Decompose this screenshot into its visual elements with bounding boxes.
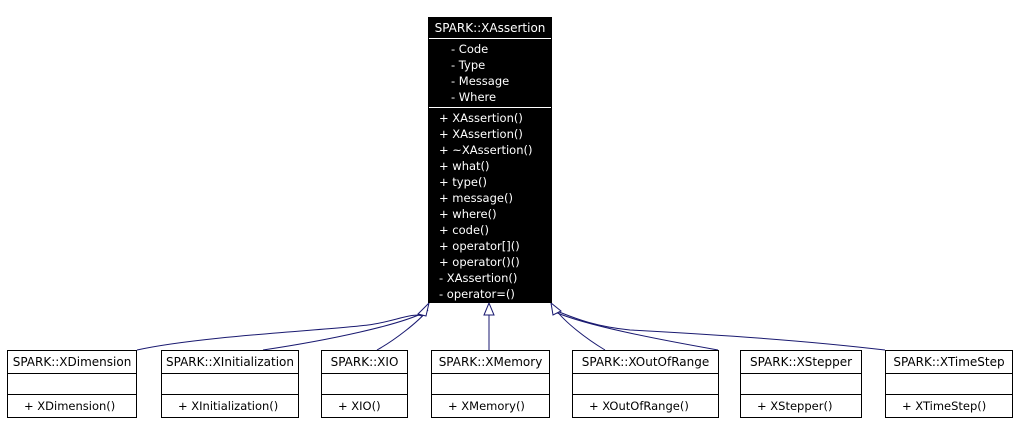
class-xstepper-attributes [741,374,861,395]
method-type: + type() [439,175,487,189]
arrowhead-xstepper-group [550,301,562,316]
class-xoutofrange-methods: + XOutOfRange() [573,395,718,416]
method-xmemory: + XMemory() [448,399,525,413]
edge-xinitialization [262,311,426,351]
class-xinitialization-methods: + XInitialization() [162,395,298,416]
method-xstepper: + XStepper() [757,399,833,413]
class-xdimension-attributes [8,374,136,395]
class-xmemory-title: SPARK::XMemory [432,351,549,374]
class-xtimestep-attributes [886,374,1012,395]
class-xinitialization-title: SPARK::XInitialization [162,351,298,374]
edge-xio [376,309,429,351]
class-xinitialization-attributes [162,374,298,395]
class-xoutofrange-title: SPARK::XOutOfRange [573,351,718,374]
method-destructor: + ~XAssertion() [439,143,533,157]
class-xoutofrange-attributes [573,374,718,395]
class-xassertion-methods: + XAssertion() + XAssertion() + ~XAssert… [429,108,551,304]
method-message: + message() [439,191,513,205]
class-xio-methods: + XIO() [322,395,407,416]
method-xoutofrange: + XOutOfRange() [589,399,689,413]
method-xtimestep: + XTimeStep() [902,399,987,413]
arrowhead-xio-group [417,301,430,317]
class-xtimestep[interactable]: SPARK::XTimeStep + XTimeStep() [885,350,1013,418]
method-code: + code() [439,223,489,237]
class-xassertion-attributes: - Code - Type - Message - Where [429,39,551,108]
class-xdimension-methods: + XDimension() [8,395,136,416]
class-xio-attributes [322,374,407,395]
method-xassertion-2: + XAssertion() [439,127,523,141]
class-xassertion[interactable]: SPARK::XAssertion - Code - Type - Messag… [428,17,552,303]
method-operator-assign: - operator=() [439,287,515,301]
attribute-where: - Where [451,90,497,104]
method-xassertion-1: + XAssertion() [439,111,523,125]
method-what: + what() [439,159,490,173]
method-xio: + XIO() [338,399,381,413]
class-xtimestep-methods: + XTimeStep() [886,395,1012,416]
method-operator-call: + operator()() [439,255,520,269]
class-xtimestep-title: SPARK::XTimeStep [886,351,1012,374]
attribute-message: - Message [451,74,510,88]
class-xstepper[interactable]: SPARK::XStepper + XStepper() [740,350,862,418]
class-xmemory[interactable]: SPARK::XMemory + XMemory() [431,350,550,418]
edge-xtimestep [553,309,886,351]
class-xmemory-methods: + XMemory() [432,395,549,416]
attribute-type: - Type [451,58,486,72]
method-xinitialization: + XInitialization() [178,399,279,413]
class-xmemory-attributes [432,374,549,395]
class-xstepper-title: SPARK::XStepper [741,351,861,374]
class-xstepper-methods: + XStepper() [741,395,861,416]
class-xdimension[interactable]: SPARK::XDimension + XDimension() [7,350,137,418]
arrowhead-xmemory [483,301,495,316]
edge-xdimension [136,314,423,351]
edge-xstepper [554,311,719,351]
edge-xoutofrange [555,309,606,351]
class-xoutofrange[interactable]: SPARK::XOutOfRange + XOutOfRange() [572,350,719,418]
method-xassertion-private: - XAssertion() [439,271,518,285]
class-xinitialization[interactable]: SPARK::XInitialization + XInitialization… [161,350,299,418]
class-xio-title: SPARK::XIO [322,351,407,374]
attribute-code: - Code [451,42,489,56]
method-where: + where() [439,207,497,221]
class-xio[interactable]: SPARK::XIO + XIO() [321,350,408,418]
method-operator-index: + operator[]() [439,239,520,253]
method-xdimension: + XDimension() [24,399,116,413]
class-xdimension-title: SPARK::XDimension [8,351,136,374]
class-xassertion-title: SPARK::XAssertion [429,18,551,39]
